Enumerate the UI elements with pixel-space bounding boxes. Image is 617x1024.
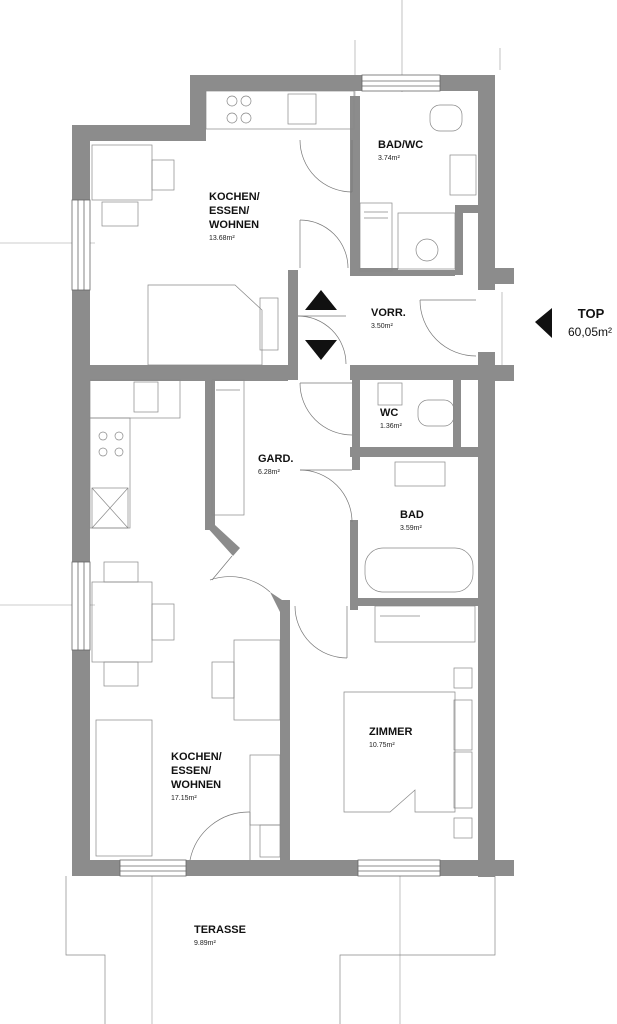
room-name: ESSEN/	[209, 205, 250, 217]
room-area: 6.28m²	[258, 469, 280, 476]
room-name: ZIMMER	[369, 726, 413, 738]
room-area: 3.50m²	[371, 323, 393, 330]
room-area: 13.68m²	[209, 235, 235, 242]
room-name: BAD	[400, 509, 424, 521]
apartment-total-area: 60,05m²	[567, 325, 613, 339]
room-name: KOCHEN/	[171, 751, 222, 763]
room-name: KOCHEN/	[209, 191, 260, 203]
windows	[71, 74, 441, 877]
room-area: 1.36m²	[380, 423, 402, 430]
stair-down-arrow-icon	[305, 340, 337, 360]
apartment-title: TOP	[577, 306, 605, 321]
stair-up-arrow-icon	[305, 290, 337, 310]
room-name: WOHNEN	[209, 219, 260, 231]
door-swings	[189, 139, 477, 861]
room-name: TERASSE	[194, 924, 246, 936]
room-name: WC	[380, 407, 399, 419]
room-name: ESSEN/	[171, 765, 212, 777]
outer-walls	[72, 75, 514, 877]
room-name: GARD.	[258, 453, 294, 465]
interior-walls	[90, 96, 478, 864]
entrance-arrow-icon	[535, 308, 552, 338]
room-name: WOHNEN	[171, 779, 222, 791]
room-area: 3.59m²	[400, 525, 422, 532]
room-name: BAD/WC	[378, 139, 424, 151]
room-area: 9.89m²	[194, 940, 216, 947]
room-area: 17.15m²	[171, 795, 197, 802]
furniture	[65, 90, 496, 1024]
room-area: 10.75m²	[369, 742, 395, 749]
room-name: VORR.	[371, 307, 406, 319]
room-area: 3.74m²	[378, 155, 400, 162]
